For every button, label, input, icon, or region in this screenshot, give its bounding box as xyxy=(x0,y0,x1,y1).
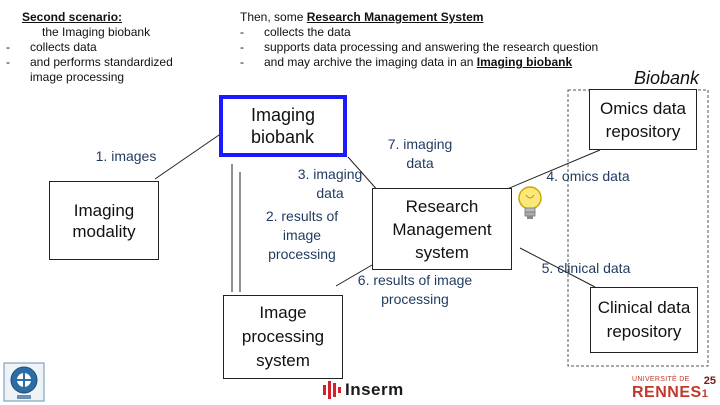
rennes-logo-word: RENNES1 xyxy=(632,384,709,401)
left-header-bullet: -and performs standardized image process… xyxy=(6,55,173,84)
flow-label-omics-data: 4. omics data xyxy=(546,168,630,184)
omics-repository-box[interactable]: Omics data repository xyxy=(589,89,697,150)
flow-line-imaging-data-3 xyxy=(347,156,381,194)
inserm-mark-icon xyxy=(323,381,341,399)
biobank-group-label: Biobank xyxy=(634,68,700,88)
rennes-logo-top: UNIVERSITÉ DE xyxy=(632,376,690,383)
inserm-logo: Inserm xyxy=(322,379,404,401)
right-header-intro: Then, some Research Management System xyxy=(240,10,484,24)
flow-line-results-processing xyxy=(335,264,373,287)
right-header-bullet: -supports data processing and answering … xyxy=(240,40,599,54)
image-processing-box[interactable]: Image processing system xyxy=(223,295,343,379)
flow-label-imaging-data-7: 7. imaging data xyxy=(387,136,453,171)
page-number: 25 xyxy=(703,375,716,387)
right-header: Then, some Research Management System -c… xyxy=(240,10,660,70)
institution-emblem-icon xyxy=(3,362,45,402)
flow-label-imaging-data-3: 3. imaging data xyxy=(297,166,363,201)
inserm-wordmark: Inserm xyxy=(345,380,404,399)
right-header-bullet: -and may archive the imaging data in an … xyxy=(240,55,573,69)
flow-label-results-image-processing: 6. results of image processing xyxy=(357,272,473,307)
lightbulb-icon xyxy=(518,186,542,219)
flow-line-images xyxy=(154,134,220,180)
flow-label-images: 1. images xyxy=(95,148,157,164)
imaging-modality-box[interactable]: Imaging modality xyxy=(49,181,159,260)
left-header-subtitle: the Imaging biobank xyxy=(42,25,151,39)
research-management-box[interactable]: Research Management system xyxy=(372,188,512,270)
left-header-bullet: -collects data xyxy=(6,40,97,54)
right-header-bullet: -collects the data xyxy=(240,25,351,39)
imaging-biobank-box[interactable]: Imaging biobank xyxy=(219,95,347,157)
clinical-repository-box[interactable]: Clinical data repository xyxy=(590,287,698,353)
flow-line-omics xyxy=(499,149,601,193)
left-header: Second scenario: the Imaging biobank -co… xyxy=(6,10,222,85)
flow-label-results-processing: 2. results of image processing xyxy=(265,208,339,262)
rennes-logo: UNIVERSITÉ DE RENNES1 25 xyxy=(632,375,718,404)
flow-line-clinical xyxy=(519,247,596,288)
left-header-title: Second scenario: xyxy=(22,10,123,24)
flow-label-clinical-data: 5. clinical data xyxy=(541,260,631,276)
